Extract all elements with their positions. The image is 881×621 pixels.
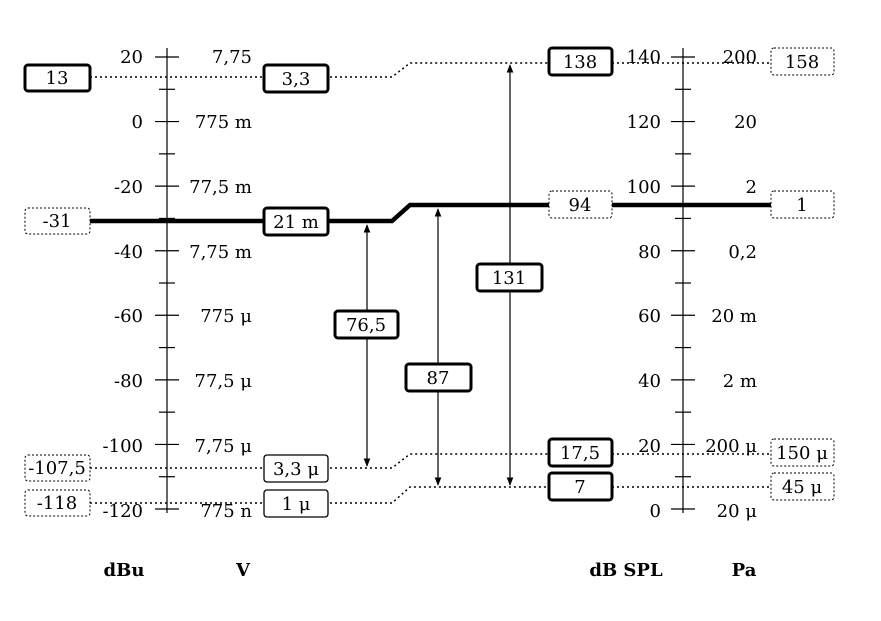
range-87-label: 87 [427, 368, 450, 389]
range-box-76-5: 76,5 [333, 309, 400, 340]
range-box-131: 131 [475, 262, 544, 293]
pa-tick-label: 2 m [723, 371, 757, 392]
v-value-1u: 1 μ [282, 494, 311, 515]
dbu-unit-label: dBu [104, 560, 145, 581]
v-tick-label: 77,5 m [189, 177, 252, 198]
dbu-tick-label: -20 [114, 177, 143, 198]
pa-tick-label: 2 [746, 177, 757, 198]
v-value-box-21m: 21 m [262, 206, 330, 237]
range-131-label: 131 [492, 268, 526, 289]
spl-value-box-17-5: 17,5 [547, 437, 614, 468]
spl-value-box-138: 138 [547, 46, 614, 77]
v-tick-label: 775 m [195, 112, 252, 133]
dbu-tick-label: 0 [132, 112, 143, 133]
spl-value-17-5: 17,5 [560, 443, 600, 464]
pa-value-box-1: 1 [770, 190, 835, 219]
pa-tick-label: 200 [723, 47, 757, 68]
spl-value-138: 138 [563, 52, 597, 73]
v-tick-label: 775 n [200, 501, 252, 522]
v-tick-label: 7,75 [212, 47, 252, 68]
right-axis-ticks [671, 56, 695, 510]
level-line-118dbu [90, 486, 549, 504]
level-line-13dbu [90, 62, 549, 78]
spl-value-7: 7 [574, 477, 585, 498]
v-tick-labels: 7,75 775 m 77,5 m 7,75 m 775 μ 77,5 μ 7,… [189, 47, 252, 522]
pa-tick-label: 20 [734, 112, 757, 133]
spl-value-94: 94 [569, 195, 592, 216]
spl-tick-label: 0 [650, 501, 661, 522]
level-line-94spl [90, 202, 549, 224]
pa-value-box-45u: 45 μ [770, 472, 835, 501]
spl-tick-labels: 140 120 100 80 60 40 20 0 [627, 47, 661, 522]
v-tick-label: 77,5 μ [195, 371, 253, 392]
v-value-3-3u: 3,3 μ [273, 459, 319, 480]
dbu-value-box-m31: -31 [24, 207, 91, 235]
v-unit-label: V [235, 560, 251, 581]
v-tick-label: 775 μ [200, 306, 252, 327]
pa-value-45u: 45 μ [782, 477, 823, 498]
dbu-tick-label: 20 [120, 47, 143, 68]
dbu-value-m107-5: -107,5 [28, 458, 86, 479]
v-value-21m: 21 m [273, 212, 319, 233]
dbu-tick-label: -120 [103, 501, 143, 522]
spl-tick-label: 40 [638, 371, 661, 392]
v-tick-label: 7,75 m [189, 242, 252, 263]
spl-value-box-94: 94 [548, 190, 613, 219]
v-tick-label: 7,75 μ [195, 436, 253, 457]
spl-tick-label: 140 [627, 47, 661, 68]
pa-tick-label: 20 m [711, 306, 757, 327]
range-box-87: 87 [404, 362, 473, 393]
pa-value-box-158: 158 [770, 47, 835, 76]
dbu-value-box-m107-5: -107,5 [24, 454, 91, 482]
spl-unit-label: dB SPL [589, 560, 663, 581]
pa-value-box-150u: 150 μ [770, 438, 835, 467]
dbu-value-13: 13 [46, 68, 69, 89]
spl-tick-label: 60 [638, 306, 661, 327]
pa-unit-label: Pa [732, 560, 757, 581]
v-value-box-3-3: 3,3 [262, 63, 330, 94]
dbu-tick-labels: 20 0 -20 -40 -60 -80 -100 -120 [103, 47, 143, 522]
v-value-box-3-3u: 3,3 μ [263, 454, 329, 483]
dbu-value-m31: -31 [43, 211, 72, 232]
v-value-box-1u: 1 μ [263, 489, 329, 518]
dbu-tick-label: -100 [103, 436, 143, 457]
pa-tick-labels: 200 20 2 0,2 20 m 2 m 200 μ 20 μ [705, 47, 757, 522]
pa-value-158: 158 [785, 52, 819, 73]
v-value-3-3: 3,3 [282, 69, 311, 90]
spl-tick-label: 20 [638, 436, 661, 457]
dbu-tick-label: -60 [114, 306, 143, 327]
spl-tick-label: 80 [638, 242, 661, 263]
pa-tick-label: 20 μ [717, 501, 758, 522]
spl-tick-label: 100 [627, 177, 661, 198]
pa-tick-label: 0,2 [728, 242, 757, 263]
left-axis-ticks [155, 56, 179, 510]
dbu-value-m118: -118 [37, 493, 77, 514]
pa-value-1: 1 [796, 195, 807, 216]
pa-value-150u: 150 μ [776, 443, 828, 464]
dbu-value-box-m118: -118 [24, 489, 91, 517]
range-76-5-label: 76,5 [346, 315, 386, 336]
dbu-tick-label: -80 [114, 371, 143, 392]
dbu-value-box-13: 13 [23, 63, 92, 93]
dbu-tick-label: -40 [114, 242, 143, 263]
spl-value-box-7: 7 [547, 471, 614, 502]
pa-tick-label: 200 μ [705, 436, 757, 457]
spl-tick-label: 120 [627, 112, 661, 133]
level-line-107dbu [90, 453, 549, 469]
